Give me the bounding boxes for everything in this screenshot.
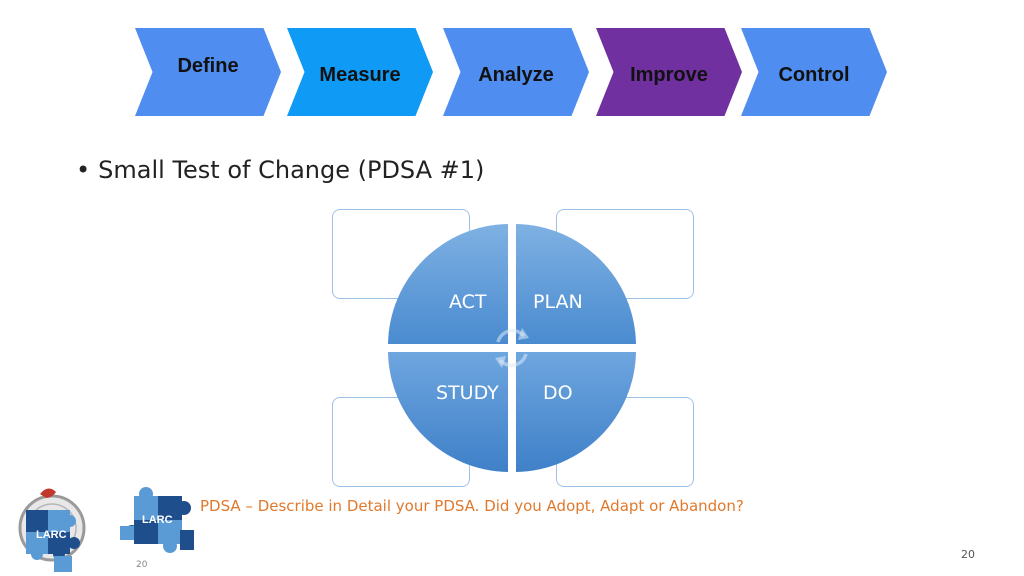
bullet-text: Small Test of Change (PDSA #1) bbox=[98, 156, 485, 184]
quadrant-do bbox=[516, 352, 636, 472]
study-label: STUDY bbox=[436, 382, 499, 404]
larc-seal-logo: LARC bbox=[18, 488, 86, 572]
chevron-control-label: Control bbox=[778, 63, 850, 86]
page-number-small: 20 bbox=[136, 560, 148, 570]
plan-label: PLAN bbox=[533, 291, 583, 313]
larc-puzzle-logo: LARC bbox=[120, 487, 194, 553]
page-number: 20 bbox=[961, 548, 975, 561]
pdsa-cycle-diagram bbox=[388, 224, 636, 472]
chevron-analyze-label: Analyze bbox=[478, 63, 554, 86]
right-logo-text: LARC bbox=[142, 514, 173, 526]
chevron-control: Control bbox=[741, 28, 887, 116]
chevron-measure: Measure bbox=[287, 28, 433, 116]
bullet-point: •Small Test of Change (PDSA #1) bbox=[76, 156, 484, 184]
do-label: DO bbox=[543, 382, 573, 404]
chevron-define: Define bbox=[135, 28, 281, 116]
quadrant-plan bbox=[516, 224, 636, 344]
chevron-analyze: Analyze bbox=[443, 28, 589, 116]
quadrant-act bbox=[388, 224, 508, 344]
chevron-define-label: Define bbox=[177, 54, 239, 77]
quadrant-study bbox=[388, 352, 508, 472]
pdsa-instruction-text: PDSA – Describe in Detail your PDSA. Did… bbox=[200, 497, 744, 515]
chevron-measure-label: Measure bbox=[319, 63, 401, 86]
chevron-improve: Improve bbox=[596, 28, 742, 116]
bullet-marker: • bbox=[76, 156, 91, 184]
process-chevron-bar: Define Measure Analyze Improve Control bbox=[0, 0, 1024, 130]
chevron-improve-label: Improve bbox=[630, 63, 708, 86]
left-logo-text: LARC bbox=[36, 529, 67, 541]
act-label: ACT bbox=[449, 291, 487, 313]
